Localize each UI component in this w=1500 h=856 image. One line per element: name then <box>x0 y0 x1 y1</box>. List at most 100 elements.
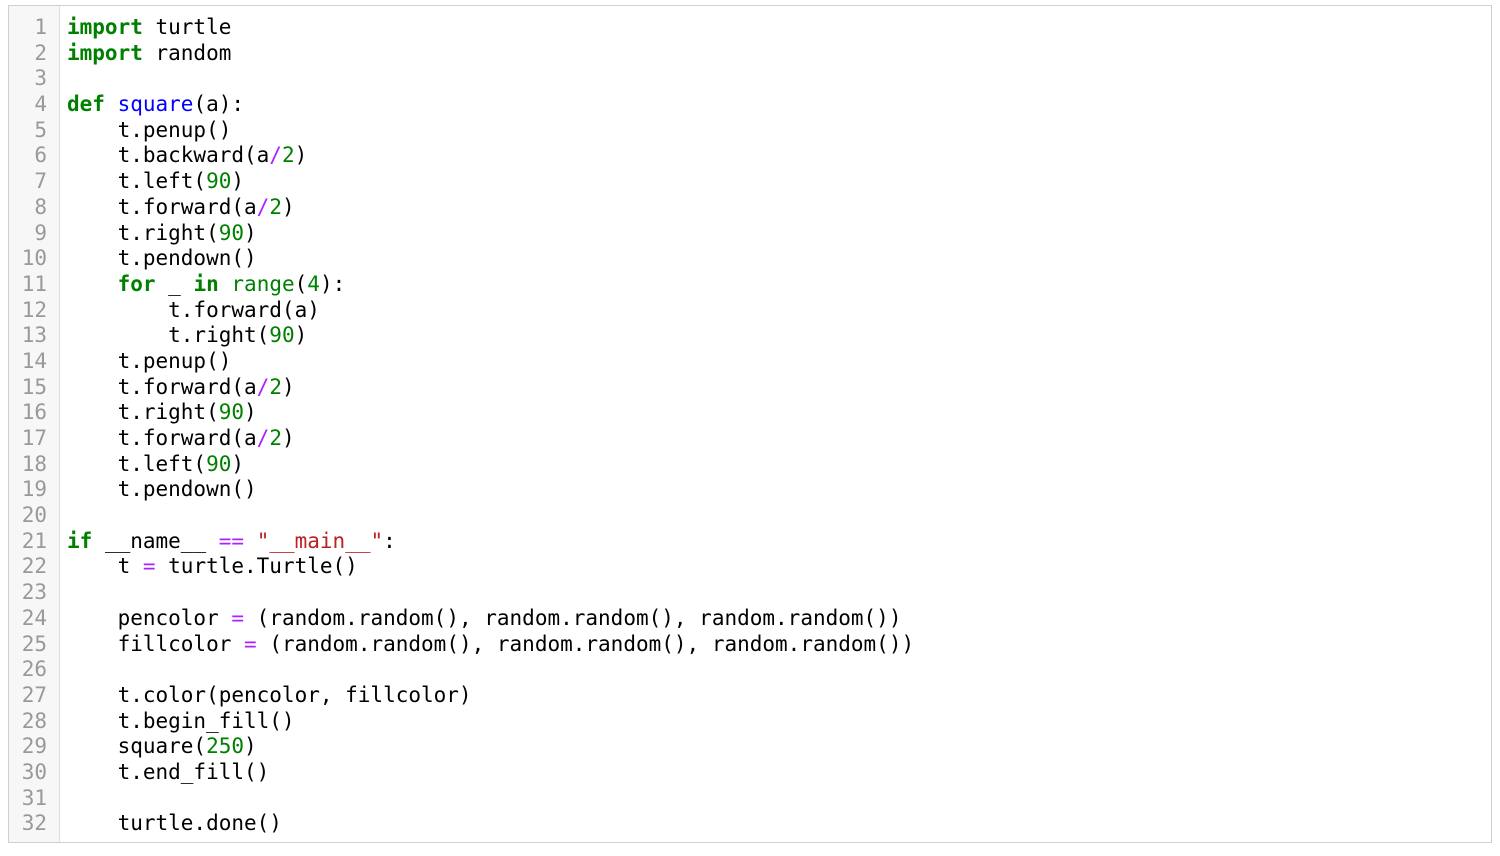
line-number: 4 <box>34 92 47 117</box>
code-text: ) <box>244 734 257 759</box>
line-number-gutter <box>9 6 60 842</box>
code-text <box>219 272 232 296</box>
code-content[interactable]: t.forward(a) <box>47 298 1491 324</box>
code-line[interactable]: 27 t.color(pencolor, fillcolor) <box>9 683 1491 709</box>
code-content[interactable]: t.penup() <box>47 118 1491 144</box>
code-line[interactable]: 17 t.forward(a/2) <box>9 426 1491 452</box>
code-line[interactable]: 19 t.pendown() <box>9 477 1491 503</box>
code-line[interactable]: 13 t.right(90) <box>9 323 1491 349</box>
code-line[interactable]: 3 <box>9 66 1491 92</box>
line-number: 25 <box>21 631 47 656</box>
code-line[interactable]: 28 t.begin_fill() <box>9 709 1491 735</box>
operator-token: = <box>142 554 156 579</box>
code-text: (random.random(), random.random(), rando… <box>256 631 915 656</box>
code-text: ) <box>281 426 295 450</box>
line-number: 16 <box>21 400 47 425</box>
code-line[interactable]: 32 turtle.done() <box>9 811 1491 837</box>
code-line[interactable]: 14 t.penup() <box>9 349 1491 375</box>
code-line[interactable]: 10 t.pendown() <box>9 246 1491 272</box>
code-content[interactable]: square(250) <box>47 734 1491 760</box>
code-content[interactable]: t.forward(a/2) <box>47 426 1491 452</box>
code-content[interactable]: t.forward(a/2) <box>47 375 1491 401</box>
code-text: _ <box>155 271 194 296</box>
code-line[interactable]: 5 t.penup() <box>9 118 1491 144</box>
operator-token: / <box>256 374 270 399</box>
code-text: t.pendown() <box>67 246 257 271</box>
code-content[interactable]: if __name__ == "__main__": <box>47 529 1491 555</box>
keyword-token: if <box>67 528 93 553</box>
code-text: ) <box>244 400 257 425</box>
code-line[interactable]: 15 t.forward(a/2) <box>9 375 1491 401</box>
code-text: pencolor <box>67 605 232 630</box>
code-content[interactable]: t.pendown() <box>47 246 1491 272</box>
code-content[interactable]: t.backward(a/2) <box>47 143 1491 169</box>
code-line[interactable]: 12 t.forward(a) <box>9 298 1491 324</box>
code-line[interactable]: 29 square(250) <box>9 734 1491 760</box>
code-content[interactable]: pencolor = (random.random(), random.rand… <box>47 606 1491 632</box>
line-number: 24 <box>21 605 47 630</box>
code-line[interactable]: 22 t = turtle.Turtle() <box>9 554 1491 580</box>
code-line[interactable]: 31 <box>9 786 1491 812</box>
line-number: 22 <box>21 554 47 579</box>
line-number: 20 <box>21 503 47 528</box>
code-line[interactable]: 30 t.end_fill() <box>9 760 1491 786</box>
line-number: 30 <box>21 759 47 784</box>
code-text <box>244 529 257 553</box>
code-line[interactable]: 20 <box>9 503 1491 529</box>
number-token: 90 <box>206 451 232 476</box>
code-content[interactable]: t.begin_fill() <box>47 709 1491 735</box>
number-token: 90 <box>206 169 232 194</box>
code-content[interactable]: t.left(90) <box>47 452 1491 478</box>
code-content[interactable]: t.left(90) <box>47 169 1491 195</box>
code-content[interactable]: t.end_fill() <box>47 760 1491 786</box>
code-text: t.color(pencolor, fillcolor) <box>67 682 472 707</box>
code-text: t.penup() <box>67 117 232 142</box>
number-token: 2 <box>269 374 282 399</box>
code-text <box>67 272 118 296</box>
code-content[interactable]: t.right(90) <box>47 400 1491 426</box>
code-content[interactable]: fillcolor = (random.random(), random.ran… <box>47 632 1491 658</box>
code-content[interactable] <box>47 66 1491 92</box>
code-line[interactable]: 7 t.left(90) <box>9 169 1491 195</box>
code-content[interactable] <box>47 657 1491 683</box>
operator-token: = <box>244 631 257 656</box>
code-content[interactable]: for _ in range(4): <box>47 272 1491 298</box>
code-line[interactable]: 18 t.left(90) <box>9 452 1491 478</box>
code-line[interactable]: 11 for _ in range(4): <box>9 272 1491 298</box>
line-number: 13 <box>21 323 47 348</box>
code-content[interactable] <box>47 580 1491 606</box>
code-content[interactable]: t.penup() <box>47 349 1491 375</box>
code-line[interactable]: 8 t.forward(a/2) <box>9 195 1491 221</box>
code-text: square( <box>67 734 207 759</box>
code-content[interactable]: t.forward(a/2) <box>47 195 1491 221</box>
code-line[interactable]: 9 t.right(90) <box>9 221 1491 247</box>
code-content[interactable]: t = turtle.Turtle() <box>47 554 1491 580</box>
code-content[interactable] <box>47 786 1491 812</box>
code-text: t.right( <box>67 400 219 425</box>
code-text: __name__ <box>92 528 219 553</box>
code-line[interactable]: 24 pencolor = (random.random(), random.r… <box>9 606 1491 632</box>
code-line[interactable]: 6 t.backward(a/2) <box>9 143 1491 169</box>
code-content[interactable]: t.color(pencolor, fillcolor) <box>47 683 1491 709</box>
code-line[interactable]: 16 t.right(90) <box>9 400 1491 426</box>
code-content[interactable]: import turtle <box>47 15 1491 41</box>
code-line[interactable]: 23 <box>9 580 1491 606</box>
code-content[interactable]: t.right(90) <box>47 221 1491 247</box>
code-content[interactable]: turtle.done() <box>47 811 1491 837</box>
code-line[interactable]: 25 fillcolor = (random.random(), random.… <box>9 632 1491 658</box>
code-content[interactable] <box>47 503 1491 529</box>
code-content[interactable]: t.pendown() <box>47 477 1491 503</box>
line-number: 18 <box>21 451 47 476</box>
code-text: t.forward(a <box>67 374 257 399</box>
code-content[interactable]: import random <box>47 41 1491 67</box>
code-text: t.backward(a <box>67 143 270 168</box>
code-content[interactable]: t.right(90) <box>47 323 1491 349</box>
code-content[interactable]: def square(a): <box>47 92 1491 118</box>
code-line[interactable]: 26 <box>9 657 1491 683</box>
